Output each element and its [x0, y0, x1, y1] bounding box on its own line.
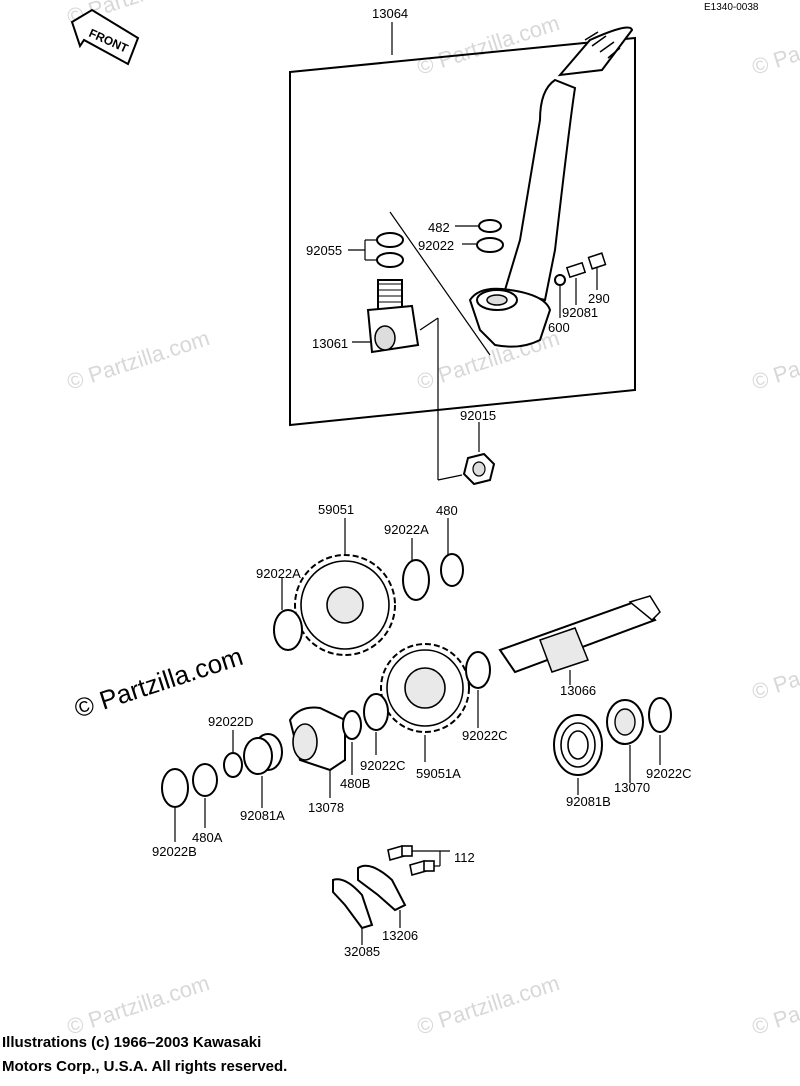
- part-label: 92022A: [256, 566, 301, 581]
- part-label: 13078: [308, 800, 344, 815]
- gear-59051: [294, 554, 396, 656]
- part-label: 13066: [560, 683, 596, 698]
- part-label: 600: [548, 320, 570, 335]
- guide-13206: [357, 864, 407, 912]
- ratchet-13078: [288, 706, 346, 772]
- part-label: 92081: [562, 305, 598, 320]
- part-label: 92022D: [208, 714, 254, 729]
- part-label: 482: [428, 220, 450, 235]
- watermark-tile: © Partzilla.com: [749, 10, 800, 80]
- part-labels: 13064 482 92022 92055 290 92081 600 1306…: [152, 6, 692, 959]
- part-label: 92081B: [566, 794, 611, 809]
- collar-13070: [606, 699, 644, 745]
- watermark-tiles: © Partzilla.com © Partzilla.com © Partzi…: [64, 0, 800, 1040]
- kick-pedal-arm: [468, 26, 634, 348]
- part-label: 290: [588, 291, 610, 306]
- part-label: 92081A: [240, 808, 285, 823]
- kick-pedal-assembly-frame: [289, 36, 636, 427]
- part-label: 112: [454, 850, 475, 865]
- spring-92081B: [553, 714, 603, 776]
- part-label: 92022B: [152, 844, 197, 859]
- part-label: 13064: [372, 6, 408, 21]
- front-arrow-icon: FRONT: [70, 8, 140, 66]
- part-label: 13206: [382, 928, 418, 943]
- part-label: 480A: [192, 830, 223, 845]
- part-label: 92015: [460, 408, 496, 423]
- part-label: 59051: [318, 502, 354, 517]
- part-label: 92022C: [360, 758, 406, 773]
- diagram-code: E1340-0038: [704, 2, 759, 13]
- part-label: 480B: [340, 776, 370, 791]
- watermark-tile: © Partzilla.com: [64, 970, 213, 1040]
- part-label: 92022: [418, 238, 454, 253]
- watermark-tile: © Partzilla.com: [749, 325, 800, 395]
- copyright-line-1: Illustrations (c) 1966–2003 Kawasaki: [2, 1034, 262, 1051]
- watermark-tile: © Partzilla.com: [414, 970, 563, 1040]
- part-label: 92022C: [462, 728, 508, 743]
- part-label: 59051A: [416, 766, 461, 781]
- gear-59051A: [380, 643, 470, 733]
- part-label: 92055: [306, 243, 342, 258]
- part-label: 92022A: [384, 522, 429, 537]
- watermark-tile: © Partzilla.com: [749, 970, 800, 1040]
- part-label: 32085: [344, 944, 380, 959]
- guide-32085: [332, 878, 374, 930]
- watermark-tile: © Partzilla.com: [414, 10, 563, 80]
- part-label: 480: [436, 503, 458, 518]
- copyright-line-2: Motors Corp., U.S.A. All rights reserved…: [2, 1058, 288, 1075]
- bolts-112: [387, 844, 435, 877]
- watermark-tile: © Partzilla.com: [64, 325, 213, 395]
- kickstarter-shaft-13066: [498, 595, 661, 674]
- kick-shaft-13061: [366, 279, 420, 354]
- part-label: 92022C: [646, 766, 692, 781]
- watermark-main: © Partzilla.com: [71, 641, 247, 724]
- part-label: 13070: [614, 780, 650, 795]
- part-label: 13061: [312, 336, 348, 351]
- watermark-tile: © Partzilla.com: [749, 635, 800, 705]
